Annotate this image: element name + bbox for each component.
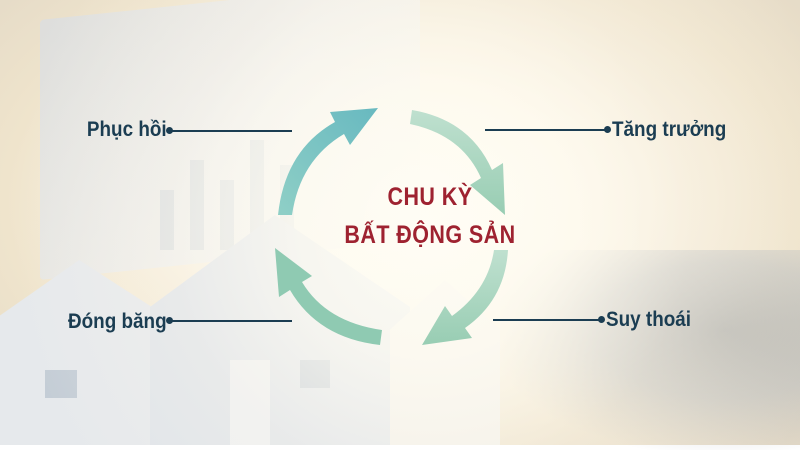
connector-dot-icon [604,126,611,133]
arrow-recovery-icon [278,108,378,215]
title-line-2: BẤT ĐỘNG SẢN [344,221,516,249]
phase-label-growth: Tăng trưởng [612,118,727,141]
connector-line [170,130,292,132]
connector-line [493,319,601,321]
connector-line [485,129,607,131]
arrow-decline-icon [422,250,508,345]
connector-dot-icon [598,316,605,323]
connector-dot-icon [166,317,173,324]
phase-label-freeze: Đóng băng [68,310,167,333]
phase-label-recovery: Phục hồi [87,118,167,141]
connector-line [170,320,292,322]
diagram-title: CHU KỲ BẤT ĐỘNG SẢN [318,178,542,254]
phase-label-decline: Suy thoái [606,308,692,331]
title-line-1: CHU KỲ [387,183,473,211]
connector-dot-icon [166,127,173,134]
arrow-freeze-icon [275,248,382,345]
arrow-growth-icon [410,110,505,215]
